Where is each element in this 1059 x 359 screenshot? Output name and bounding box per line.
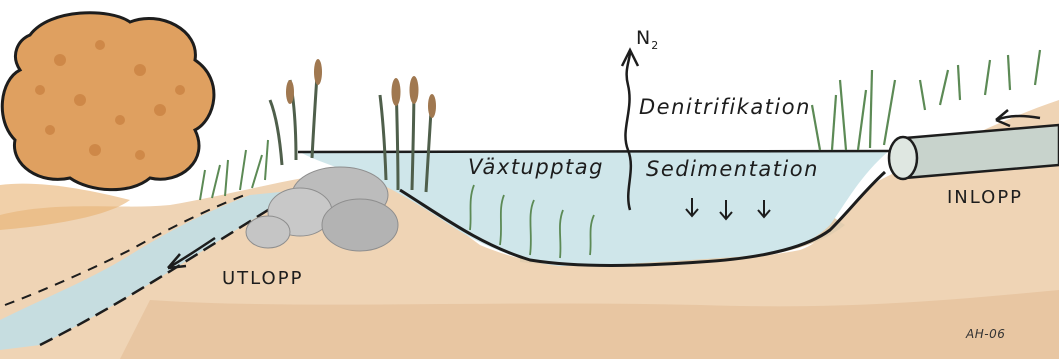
vaxtupptag-label: Växtupptag: [468, 155, 604, 179]
utlopp-label: UTLOPP: [222, 268, 303, 289]
inlopp-label: INLOPP: [947, 187, 1023, 208]
inlet-pipe-mouth: [889, 137, 917, 179]
n2-subscript: 2: [651, 39, 659, 52]
reeds-left: [270, 60, 318, 165]
sedimentation-label: Sedimentation: [646, 157, 819, 181]
n2-label: N2: [636, 27, 659, 52]
water-surface: [298, 151, 892, 152]
tree-crown: [2, 13, 214, 190]
artist-signature: AH-06: [966, 327, 1005, 341]
denitrifikation-label: Denitrifikation: [639, 95, 811, 119]
n2-base: N: [636, 27, 651, 49]
